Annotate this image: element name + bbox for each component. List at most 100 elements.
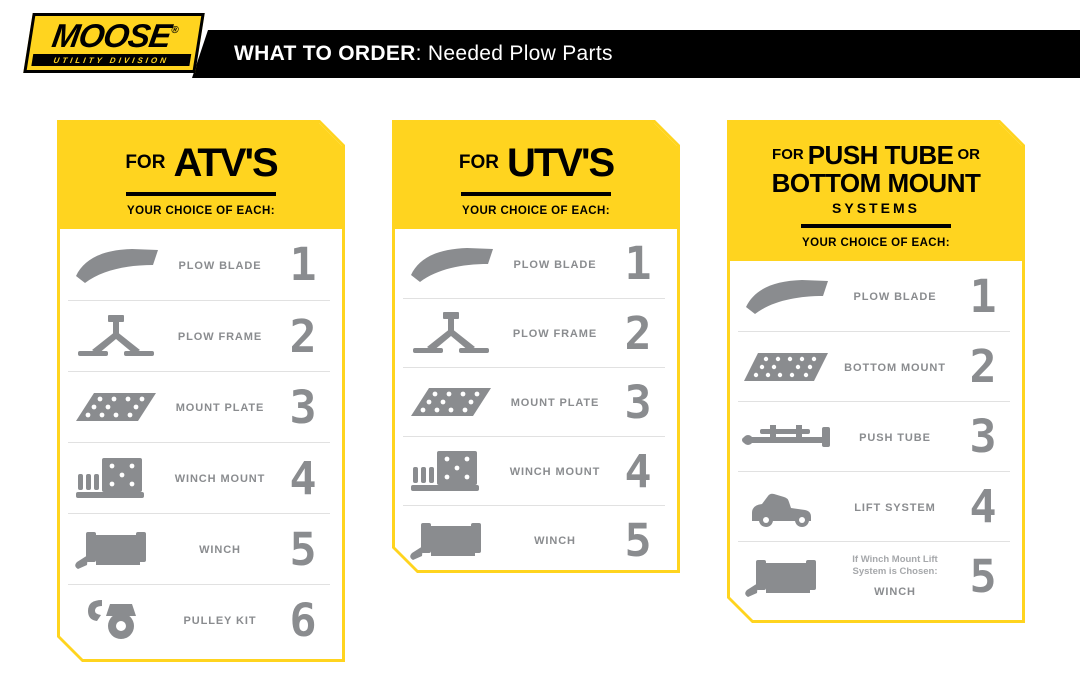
item-number: 4 [624,444,652,498]
card-atv-title: FOR ATV'S [66,143,336,183]
list-item: If Winch Mount Lift System is Chosen: WIN… [738,541,1010,611]
pulley-kit-icon [68,598,164,642]
item-label: BOTTOM MOUNT [844,361,946,374]
card-utv-body: FOR UTV'S YOUR CHOICE OF EACH: PLOW BLADE… [395,123,677,570]
list-item: MOUNT PLATE 3 [403,367,665,436]
title-main: UTV'S [506,141,614,185]
list-item: PLOW BLADE 1 [403,229,665,298]
item-label: WINCH MOUNT [174,473,266,485]
title-rule [801,224,951,228]
item-label: WINCH [874,585,916,598]
card-atv: FOR ATV'S YOUR CHOICE OF EACH: PLOW BLADE… [57,120,345,662]
item-label: LIFT SYSTEM [854,501,936,514]
item-label-wrap: PLOW FRAME [164,327,276,345]
item-number: 1 [969,269,997,323]
logo-subtext: UTILITY DIVISION [31,54,192,66]
title-prefix: FOR [458,152,499,173]
item-label: WINCH [199,544,241,556]
item-label-wrap: WINCH [164,540,276,558]
title-prefix: FOR [125,152,166,173]
item-label-wrap: PLOW BLADE [499,255,611,273]
title-main-1: PUSH TUBE [807,140,954,170]
plow-frame-icon [68,314,164,358]
item-label-wrap: If Winch Mount Lift System is Chosen: WIN… [834,554,956,600]
header-title-rest: : Needed Plow Parts [415,42,613,65]
item-number: 5 [624,513,652,567]
card-atv-body: FOR ATV'S YOUR CHOICE OF EACH: PLOW BLADE… [60,123,342,659]
item-label-wrap: LIFT SYSTEM [834,498,956,516]
item-label: PLOW BLADE [513,258,597,271]
plow-frame-icon [403,311,499,355]
item-note: If Winch Mount Lift System is Chosen: [852,553,938,578]
winch-icon [403,518,499,562]
winch-mount-icon [68,456,164,500]
item-label: PUSH TUBE [859,431,931,444]
item-number: 3 [969,410,997,464]
item-label: PLOW BLADE [853,291,937,304]
item-label: PLOW FRAME [512,328,598,340]
title-or: OR [957,146,980,163]
title-systems: SYSTEMS [832,200,920,217]
list-item: WINCH 5 [403,505,665,570]
item-label-wrap: MOUNT PLATE [164,398,276,416]
title-prefix: FOR [772,146,804,163]
item-label-wrap: PULLEY KIT [164,611,276,629]
moose-logo: MOOSE® UTILITY DIVISION [23,13,205,73]
list-item: WINCH 5 [68,513,330,584]
winch-icon [68,527,164,571]
item-label-wrap: PLOW BLADE [834,287,956,305]
card-utv-title: FOR UTV'S [401,143,671,183]
card-pushtube-subtitle: YOUR CHOICE OF EACH: [802,237,950,250]
winch-mount-icon [403,449,499,493]
list-item: PULLEY KIT 6 [68,584,330,655]
list-item: PLOW BLADE 1 [738,261,1010,331]
item-number: 6 [289,593,317,647]
plow-blade-icon [738,274,834,318]
item-label: PULLEY KIT [183,615,257,627]
item-number: 3 [624,375,652,429]
item-number: 4 [289,451,317,505]
item-number: 5 [969,550,997,604]
item-number: 5 [289,522,317,576]
title-main-2: BOTTOM MOUNT [771,168,981,199]
item-label: MOUNT PLATE [510,397,600,409]
list-item: WINCH MOUNT 4 [68,442,330,513]
item-number: 1 [624,237,652,290]
registered-mark: ® [170,25,180,36]
card-utv-subtitle: YOUR CHOICE OF EACH: [462,205,610,217]
list-item: PUSH TUBE 3 [738,401,1010,471]
header-title: WHAT TO ORDER [234,42,416,65]
list-item: BOTTOM MOUNT 2 [738,331,1010,401]
card-utv: FOR UTV'S YOUR CHOICE OF EACH: PLOW BLADE… [392,120,680,573]
winch-icon [738,555,834,599]
push-tube-icon [738,415,834,459]
lift-system-icon [738,485,834,529]
item-label: WINCH MOUNT [509,466,601,478]
mount-plate-icon [403,380,499,424]
title-main: ATV'S [173,141,277,185]
item-label: MOUNT PLATE [175,402,265,414]
item-label: WINCH [534,535,576,547]
item-label-wrap: PUSH TUBE [834,428,956,446]
plow-blade-icon [403,242,499,286]
bottom-mount-icon [738,345,834,389]
item-label-wrap: MOUNT PLATE [499,393,611,411]
item-label-wrap: WINCH [499,531,611,549]
card-atv-header: FOR ATV'S YOUR CHOICE OF EACH: [60,123,342,229]
card-utv-header: FOR UTV'S YOUR CHOICE OF EACH: [395,123,677,229]
item-number: 2 [969,340,997,394]
card-atv-subtitle: YOUR CHOICE OF EACH: [127,205,275,217]
header-bar: WHAT TO ORDER: Needed Plow Parts [192,30,1080,78]
item-label-wrap: WINCH MOUNT [164,469,276,487]
item-label-wrap: PLOW FRAME [499,324,611,342]
